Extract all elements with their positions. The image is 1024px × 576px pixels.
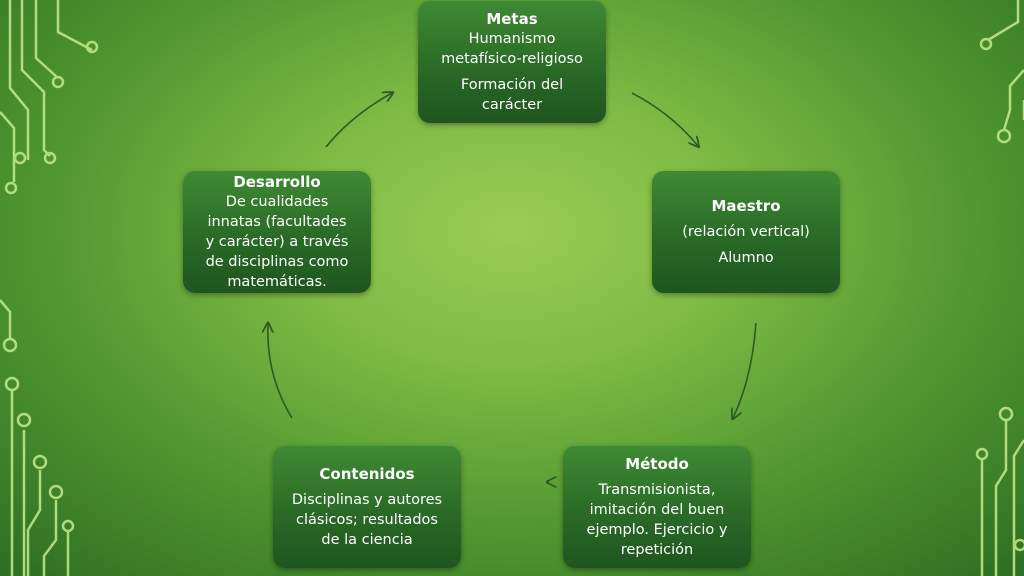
node-metodo-text: Transmisionista,	[598, 482, 716, 498]
node-maestro-text: Alumno	[718, 250, 774, 266]
node-desarrollo-text: De cualidades	[225, 194, 329, 210]
node-metas-text: carácter	[481, 97, 543, 113]
node-metodo-text: imitación del buen	[589, 502, 725, 518]
node-metodo: Método Transmisionista, imitación del bu…	[563, 446, 751, 568]
arrow-contenidos-to-desarrollo	[268, 324, 293, 419]
node-contenidos-text: de la ciencia	[321, 532, 413, 548]
node-desarrollo-text: innatas (facultades	[207, 214, 347, 230]
node-desarrollo: Desarrollo De cualidades innatas (facult…	[183, 171, 371, 293]
node-metodo-text: ejemplo. Ejercicio y	[586, 522, 728, 538]
node-metodo-title: Método	[625, 455, 689, 473]
node-metas: Metas Humanismo metafísico-religioso For…	[418, 1, 606, 123]
node-metodo-text: repetición	[620, 542, 694, 558]
node-contenidos-text: clásicos; resultados	[296, 512, 438, 528]
node-contenidos: Contenidos Disciplinas y autores clásico…	[273, 446, 461, 568]
node-desarrollo-text: de disciplinas como	[205, 254, 349, 270]
node-desarrollo-text: y carácter) a través	[205, 234, 349, 250]
node-maestro: Maestro (relación vertical) Alumno	[652, 171, 840, 293]
node-maestro-title: Maestro	[711, 197, 781, 215]
node-maestro-text: (relación vertical)	[682, 224, 810, 240]
node-metas-text: Formación del	[460, 77, 564, 93]
node-desarrollo-text: matemáticas.	[227, 274, 327, 290]
node-metas-text: Humanismo	[468, 31, 556, 47]
node-metas-text: metafísico-religioso	[441, 51, 583, 67]
node-contenidos-title: Contenidos	[319, 465, 415, 483]
arrow-metas-to-maestro	[631, 92, 698, 146]
arrow-maestro-to-metodo	[733, 322, 757, 418]
node-contenidos-text: Disciplinas y autores	[291, 492, 443, 508]
circuit-decoration-right	[975, 0, 1024, 576]
node-metas-title: Metas	[486, 10, 538, 28]
arrow-desarrollo-to-metas	[325, 93, 392, 148]
node-desarrollo-title: Desarrollo	[233, 173, 321, 191]
circuit-decoration-left	[0, 0, 99, 576]
